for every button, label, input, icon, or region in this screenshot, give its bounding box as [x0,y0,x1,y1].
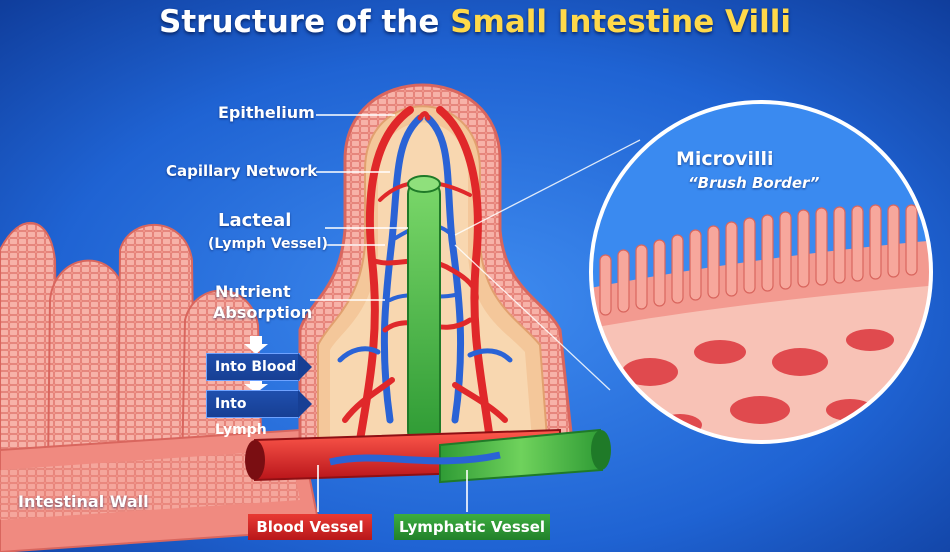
label-capillary-network: Capillary Network [166,162,318,180]
label-absorption: Absorption [213,303,313,322]
label-lymphatic-vessel: Lymphatic Vessel [398,518,546,536]
blood-vessel-ribbon: Blood Vessel [248,514,372,540]
label-microvilli: Microvilli [676,148,774,170]
into-blood-label: Into Blood [215,359,297,375]
label-brush-border: “Brush Border” [688,174,820,192]
microvilli-magnifier [589,100,933,444]
label-lacteal: Lacteal [218,210,292,231]
lymphatic-vessel-ribbon: Lymphatic Vessel [394,514,550,540]
into-lymph-label: Into Lymph [215,396,267,438]
title-part-1: Structure of the [159,4,451,40]
base-vessels [245,428,611,484]
label-lymph-vessel: (Lymph Vessel) [208,236,328,252]
leader-lines [310,114,468,512]
lacteal [407,175,441,446]
page-title: Structure of the Small Intestine Villi [0,4,950,40]
label-blood-vessel: Blood Vessel [256,518,364,536]
capillary-network [337,106,513,444]
into-blood-tag: Into Blood [206,353,300,381]
zoom-lines [454,139,641,391]
label-epithelium: Epithelium [218,103,315,122]
label-intestinal-wall: Intestinal Wall [18,492,149,511]
label-nutrient: Nutrient [215,282,291,301]
into-lymph-arrow-icon [298,390,312,418]
into-lymph-tag: Into Lymph [206,390,300,438]
into-blood-arrow-icon [298,353,312,381]
title-part-2: Small Intestine Villi [450,4,791,40]
down-arrows [244,336,268,393]
